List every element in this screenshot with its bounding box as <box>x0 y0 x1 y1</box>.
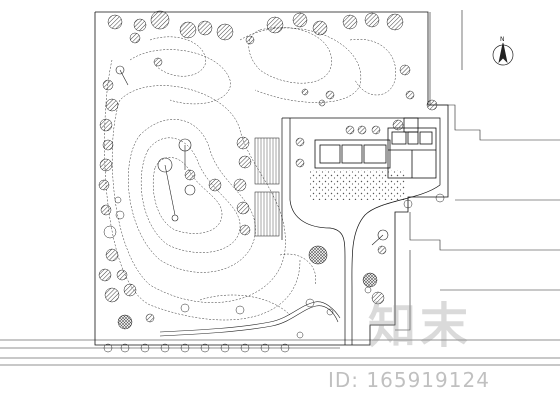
tree-symbol <box>405 90 415 100</box>
contour-lines <box>104 27 397 321</box>
tree-symbol <box>120 343 130 353</box>
tree-symbol <box>236 201 250 215</box>
tree-symbol <box>312 20 328 36</box>
tree-symbol <box>371 125 381 135</box>
tree-symbol <box>377 245 387 255</box>
tree-symbol <box>392 119 404 131</box>
tree-symbol <box>100 204 112 216</box>
tree-symbol <box>179 21 197 39</box>
tree-symbol <box>104 287 120 303</box>
tree-symbol <box>399 64 411 76</box>
tree-symbol <box>326 308 334 316</box>
driveway <box>281 117 441 345</box>
parking-stalls <box>254 137 280 237</box>
tree-symbol <box>123 283 137 297</box>
tree-symbol <box>107 14 123 30</box>
tree-symbol <box>245 35 255 45</box>
garden-path <box>159 301 341 337</box>
tree-symbol <box>102 139 114 151</box>
tree-symbol <box>295 137 305 147</box>
tree-symbol <box>197 20 213 36</box>
tree-symbol <box>301 88 309 96</box>
watermark-id: ID: 165919124 <box>328 368 490 392</box>
tree-symbol <box>296 331 304 339</box>
tree-symbol <box>160 343 170 353</box>
tree-symbol <box>99 118 113 132</box>
tree-symbol <box>403 199 413 209</box>
tree-symbol <box>208 178 222 192</box>
tree-symbol <box>145 313 155 323</box>
tree-symbol <box>238 155 252 169</box>
tree-symbol <box>150 10 170 30</box>
feature-trees <box>115 65 389 246</box>
tree-symbol <box>99 158 113 172</box>
tree-symbol <box>102 79 114 91</box>
north-arrow-icon <box>492 42 514 66</box>
tree-symbol <box>435 193 445 203</box>
tree-symbol <box>233 178 247 192</box>
tree-symbol <box>292 12 308 28</box>
tree-symbol <box>103 225 117 239</box>
tree-symbol <box>236 136 250 150</box>
tree-symbol <box>364 286 372 294</box>
north-label: N <box>500 36 505 43</box>
tree-symbol <box>140 343 150 353</box>
tree-symbol <box>266 16 284 34</box>
tree-symbol <box>184 169 196 181</box>
tree-symbol <box>216 23 234 41</box>
tree-symbol <box>114 196 122 204</box>
gravel-garden <box>310 170 405 200</box>
tree-symbol <box>357 125 367 135</box>
tree-symbol <box>180 343 190 353</box>
tree-symbol <box>364 12 380 28</box>
tree-symbol <box>153 57 163 67</box>
tree-symbol <box>362 272 378 288</box>
watermark-logo: 知末 <box>368 298 473 354</box>
tree-symbol <box>280 343 290 353</box>
tree-symbol <box>105 248 119 262</box>
tree-symbol <box>342 14 358 30</box>
tree-symbol <box>308 245 328 265</box>
tree-symbol <box>345 125 355 135</box>
adjacent-buildings <box>395 10 560 331</box>
tree-symbol <box>318 99 326 107</box>
tree-symbol <box>98 268 112 282</box>
tree-symbol <box>235 305 245 315</box>
tree-symbol <box>220 343 230 353</box>
road <box>0 339 560 366</box>
tree-symbol <box>116 269 128 281</box>
tree-symbol <box>260 343 270 353</box>
tree-symbol <box>295 158 305 168</box>
tree-symbol <box>180 303 190 313</box>
tree-symbol <box>200 343 210 353</box>
tree-symbol <box>240 343 250 353</box>
tree-symbol <box>115 210 125 220</box>
tree-symbol <box>371 291 385 305</box>
trees <box>98 10 445 353</box>
tree-symbol <box>239 224 251 236</box>
tree-symbol <box>103 343 113 353</box>
tree-symbol <box>386 13 404 31</box>
tree-symbol <box>129 32 141 44</box>
tree-symbol <box>117 314 133 330</box>
tree-symbol <box>133 18 147 32</box>
tree-symbol <box>98 179 110 191</box>
tree-symbol <box>105 98 119 112</box>
tree-symbol <box>325 90 335 100</box>
tree-symbol <box>305 298 315 308</box>
tree-symbol <box>426 99 438 111</box>
